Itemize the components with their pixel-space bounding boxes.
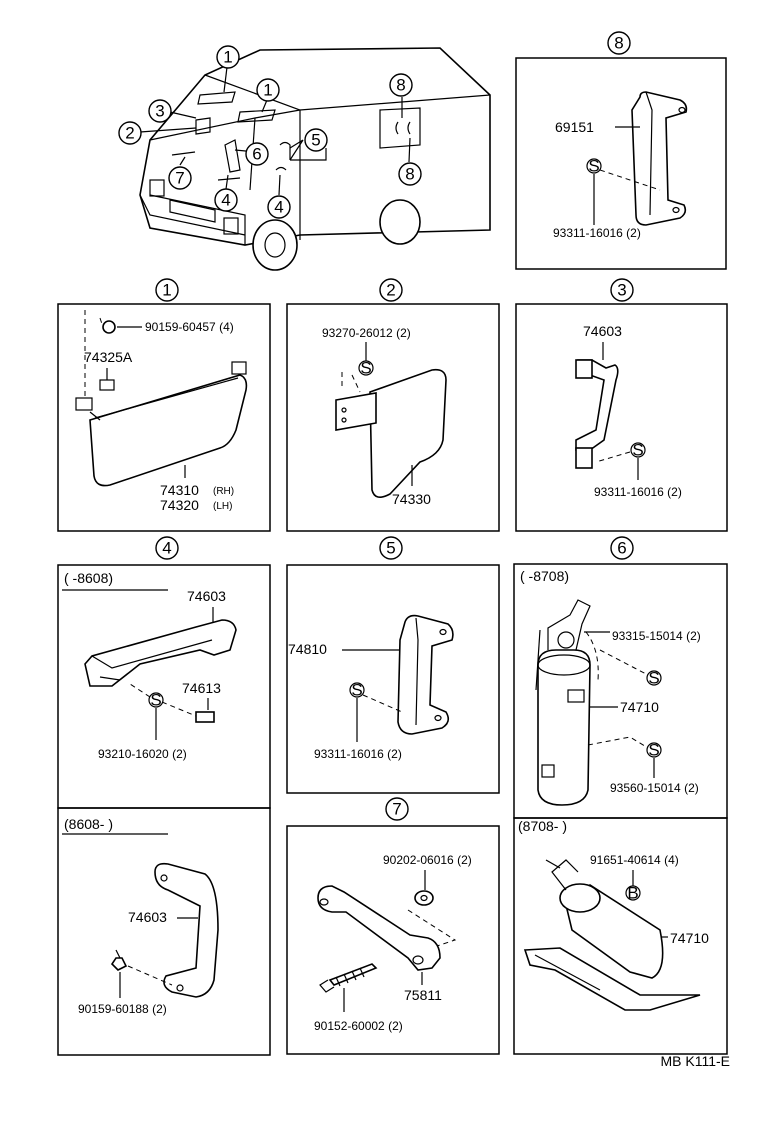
panel-4b-range: (8608- ) xyxy=(64,816,113,832)
panel-6b-b-symbol: B xyxy=(627,884,638,903)
panel-4b-fastener: 90159-60188 (2) xyxy=(78,1002,167,1016)
panel-2-part: 74330 xyxy=(392,491,431,507)
panel-1-lh-note: (LH) xyxy=(213,501,232,512)
panel-3: 3 74603 S 93311-16016 (2) xyxy=(515,278,728,532)
panel-8-s-symbol: S xyxy=(588,157,599,176)
panel-1-visor-rh: 74310 xyxy=(160,482,199,498)
panel-4a-cap: 74613 xyxy=(182,680,221,696)
panel-4-title: 4 xyxy=(162,539,171,558)
panel-6b-fastener: 91651-40614 (4) xyxy=(590,853,679,867)
panel-6a-fastener-top: 93315-15014 (2) xyxy=(612,629,701,643)
panel-3-title: 3 xyxy=(617,281,626,300)
panel-1-screw: 90159-60457 (4) xyxy=(145,320,234,334)
panel-4a-range: ( -8608) xyxy=(64,570,113,586)
callout-4b: 4 xyxy=(274,198,283,217)
callout-2: 2 xyxy=(125,124,134,143)
van-overview xyxy=(139,47,491,271)
panel-2-title: 2 xyxy=(386,281,395,300)
panel-6-title: 6 xyxy=(617,539,626,558)
callout-5: 5 xyxy=(311,131,320,150)
callout-8a: 8 xyxy=(396,76,405,95)
panel-6a-s-symbol-top: S xyxy=(648,669,659,688)
panel-8-part: 69151 xyxy=(555,119,594,135)
overview-callouts: 1 1 3 2 6 5 7 4 4 8 8 xyxy=(118,45,422,219)
panel-5-part: 74810 xyxy=(288,641,327,657)
panel-6a-fastener-bottom: 93560-15014 (2) xyxy=(610,781,699,795)
panel-8-fastener: 93311-16016 (2) xyxy=(553,226,641,240)
panel-5-title: 5 xyxy=(386,539,395,558)
panel-8-title: 8 xyxy=(614,34,623,53)
panel-6: 6 ( -8708) 93315-15014 (2) S 74710 S 935… xyxy=(513,536,728,1055)
panel-1-visor-lh: 74320 xyxy=(160,497,199,513)
panel-7-part: 75811 xyxy=(404,987,442,1003)
panel-1: 1 90159-60457 (4) 74325A 74310 (RH) 7432… xyxy=(57,278,271,532)
panel-5-s-symbol: S xyxy=(351,681,362,700)
callout-1a: 1 xyxy=(223,48,232,67)
panel-2: 2 93270-26012 (2) S 74330 xyxy=(286,278,500,532)
callout-3: 3 xyxy=(155,102,164,121)
panel-4a-fastener: 93210-16020 (2) xyxy=(98,747,187,761)
panel-8: 8 69151 S 93311-16016 (2) xyxy=(515,31,727,270)
callout-1b: 1 xyxy=(263,81,272,100)
panel-6a-part: 74710 xyxy=(620,699,659,715)
panel-3-s-symbol: S xyxy=(632,441,643,460)
panel-6b-range: (8708- ) xyxy=(518,818,567,834)
panel-4a-s-symbol: S xyxy=(150,691,161,710)
panel-2-fastener: 93270-26012 (2) xyxy=(322,326,411,340)
panel-6b-part: 74710 xyxy=(670,930,709,946)
panel-6a-range: ( -8708) xyxy=(520,568,569,584)
panel-1-title: 1 xyxy=(162,281,171,300)
panel-4b-part: 74603 xyxy=(128,909,167,925)
panel-4a-part: 74603 xyxy=(187,588,226,604)
panel-4: 4 ( -8608) 74603 74613 S 93210-16020 (2)… xyxy=(57,536,271,1056)
panel-5: 5 74810 S 93311-16016 (2) xyxy=(286,536,500,794)
callout-8b: 8 xyxy=(405,165,414,184)
panel-7-bolt: 90152-60002 (2) xyxy=(314,1019,403,1033)
panel-2-s-symbol: S xyxy=(360,359,371,378)
callout-4a: 4 xyxy=(221,191,230,210)
panel-7: 7 90202-06016 (2) 75811 90152-60002 (2) xyxy=(286,797,500,1055)
panel-6a-s-symbol-bottom: S xyxy=(648,741,659,760)
panel-3-part: 74603 xyxy=(583,323,622,339)
callout-7: 7 xyxy=(175,169,184,188)
panel-5-fastener: 93311-16016 (2) xyxy=(314,747,402,761)
diagram-code: MB K111-E xyxy=(660,1053,730,1069)
panel-3-fastener: 93311-16016 (2) xyxy=(594,485,682,499)
panel-7-title: 7 xyxy=(392,800,401,819)
panel-7-washer: 90202-06016 (2) xyxy=(383,853,472,867)
panel-1-clip: 74325A xyxy=(84,349,133,365)
panel-1-rh-note: (RH) xyxy=(213,486,234,497)
callout-6: 6 xyxy=(252,145,261,164)
